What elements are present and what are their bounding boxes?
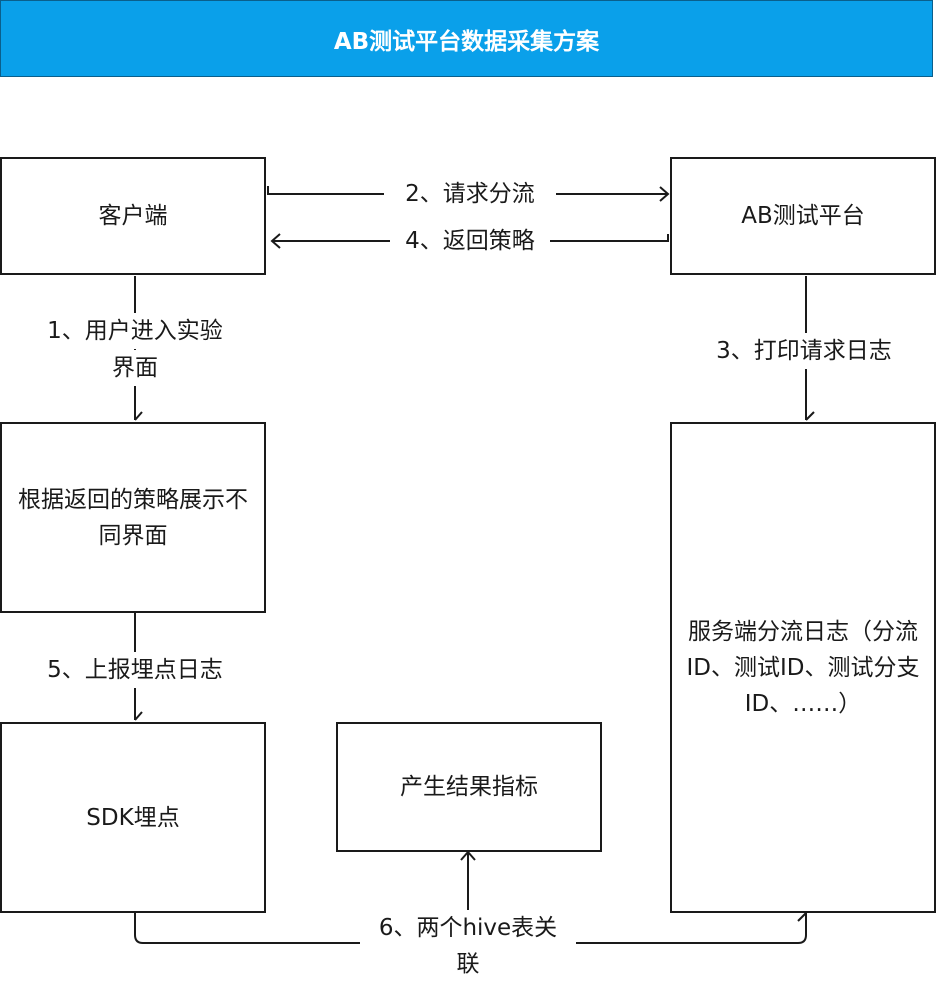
edge-label-enter-page-line1: 1、用户进入实验 [25,313,245,349]
arrowhead-enter-page [134,411,143,421]
edge-label-return-strategy: 4、返回策略 [390,223,550,259]
arrowhead-return-strategy [270,233,281,249]
node-result: 产生结果指标 [336,722,602,852]
arrowhead-join-up [460,850,476,861]
edge-label-report-log: 5、上报埋点日志 [25,652,245,688]
node-server-log-label: 服务端分流日志（分流ID、测试ID、测试分支ID、……） [686,618,920,717]
edge-label-join-line1: 6、两个hive表关 [360,910,576,946]
edge-label-join-line2: 联 [450,946,486,982]
edge-label-enter-page-line2: 界面 [105,350,165,386]
node-server-log: 服务端分流日志（分流ID、测试ID、测试分支ID、……） [670,422,936,913]
node-client: 客户端 [0,157,266,275]
node-sdk: SDK埋点 [0,722,266,913]
node-show-page: 根据返回的策略展示不同界面 [0,422,266,613]
arrowhead-print-log [805,411,815,421]
arrowhead-request-split [659,186,670,202]
node-sdk-label: SDK埋点 [86,804,180,831]
title-bar: AB测试平台数据采集方案 [0,0,933,77]
arrowhead-join-right [797,912,807,922]
diagram-title: AB测试平台数据采集方案 [333,28,600,55]
arrowhead-report-log [134,711,143,721]
node-result-label: 产生结果指标 [400,774,538,800]
edge-label-print-log: 3、打印请求日志 [697,333,911,369]
node-client-label: 客户端 [98,203,168,229]
edge-label-request-split: 2、请求分流 [384,176,556,212]
node-ab-platform: AB测试平台 [670,157,936,275]
node-ab-platform-label: AB测试平台 [741,203,865,229]
node-show-page-label: 根据返回的策略展示不同界面 [18,486,248,549]
